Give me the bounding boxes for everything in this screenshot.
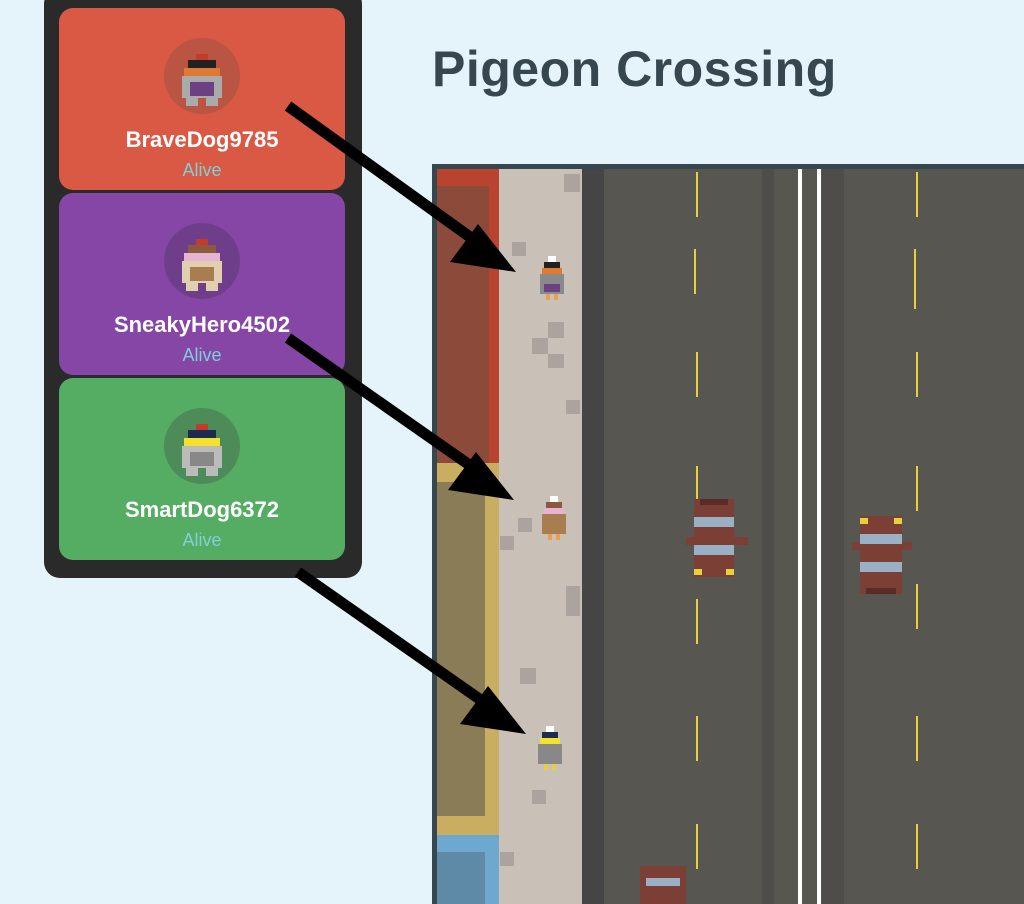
pigeon-avatar-icon <box>164 38 240 114</box>
road <box>604 169 1024 904</box>
building-yellow-roof <box>437 482 485 816</box>
center-line <box>817 169 821 904</box>
building-blue-roof <box>437 852 485 904</box>
pigeon-sprite <box>540 256 564 300</box>
center-line <box>798 169 802 904</box>
car-sprite <box>686 499 748 577</box>
player-status: Alive <box>182 160 222 180</box>
pigeon-sprite <box>538 726 562 770</box>
player-panel: BraveDog9785 Alive SneakyHero4502 Alive … <box>44 0 362 578</box>
road-shade <box>822 169 844 904</box>
player-card[interactable]: BraveDog9785 Alive <box>59 8 345 190</box>
game-title: Pigeon Crossing <box>432 41 837 97</box>
game-canvas <box>437 169 1024 904</box>
pigeon-sprite <box>542 496 566 540</box>
pigeon-avatar-icon <box>164 223 240 299</box>
building-red-roof <box>437 186 489 463</box>
player-name: BraveDog9785 <box>125 127 279 152</box>
player-card[interactable]: SneakyHero4502 Alive <box>59 193 345 375</box>
car-sprite <box>640 866 686 904</box>
pigeon-avatar-icon <box>164 408 240 484</box>
car-sprite <box>852 516 912 594</box>
lane-lines <box>694 172 918 869</box>
player-name: SmartDog6372 <box>124 497 280 522</box>
player-name: SneakyHero4502 <box>113 312 291 337</box>
road-shade <box>762 169 774 904</box>
player-status: Alive <box>182 345 222 365</box>
game-board[interactable] <box>432 164 1024 904</box>
player-status: Alive <box>182 530 222 550</box>
curb <box>582 169 604 904</box>
player-card[interactable]: SmartDog6372 Alive <box>59 378 345 560</box>
